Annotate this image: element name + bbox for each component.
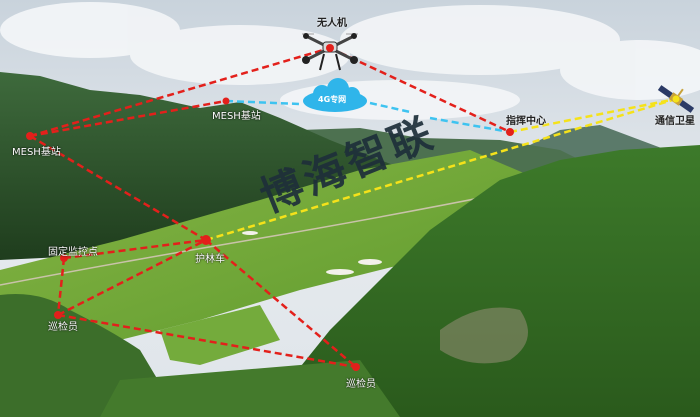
sand-bunkers: [242, 231, 382, 275]
bottom-foliage: [100, 360, 400, 417]
link-mesh-cloud: [225, 99, 301, 106]
cloud-icon: [303, 78, 367, 112]
inspector-right-label: 巡检员: [346, 379, 376, 390]
node-fixed-monitor: [60, 254, 68, 262]
cloud-4g-label: 4G专网: [318, 95, 347, 104]
4g-links: [225, 99, 511, 134]
node-command-center: [506, 128, 514, 136]
link-command-satellite: [509, 97, 677, 134]
link-meshleft-meshcenter: [29, 99, 227, 138]
cart-path: [0, 189, 521, 286]
node-mesh-center: [222, 97, 230, 105]
patrol-vehicle-label: 护林车: [195, 254, 225, 265]
link-cloud-command-b: [429, 116, 511, 134]
link-vehicle-satellite: [205, 97, 677, 242]
mesh-left-label: MESH基站: [12, 147, 61, 158]
node-mesh-left: [26, 132, 34, 140]
fixed-monitor-label: 固定监控点: [48, 247, 98, 258]
right-forest: [260, 145, 700, 417]
satellite-links: [205, 97, 677, 242]
node-inspector-left: [54, 311, 62, 319]
fairway: [160, 305, 280, 365]
node-satellite: [672, 95, 680, 103]
link-monitor-vehicle: [63, 238, 207, 260]
link-inspector-vehicle: [57, 238, 207, 317]
command-center-label: 指挥中心: [506, 116, 546, 127]
node-patrol-vehicle: [201, 235, 211, 245]
link-inspector-inspector: [57, 313, 357, 369]
drone-label: 无人机: [317, 18, 347, 29]
golf-course: [0, 150, 540, 340]
inspector-left-label: 巡检员: [48, 322, 78, 333]
node-markers: [26, 97, 514, 371]
node-inspector-right: [352, 363, 360, 371]
mesh-center-label: MESH基站: [212, 111, 261, 122]
rock-outcrop: [440, 307, 528, 364]
link-cloud-command-a: [369, 101, 411, 114]
satellite-label: 通信卫星: [655, 116, 695, 127]
link-drone-command: [329, 46, 511, 134]
link-monitor-inspector: [56, 257, 66, 316]
link-meshleft-drone: [29, 46, 331, 138]
mesh-links: [29, 46, 511, 369]
drone-icon: [302, 33, 358, 71]
link-meshleft-vehicle: [29, 134, 207, 242]
